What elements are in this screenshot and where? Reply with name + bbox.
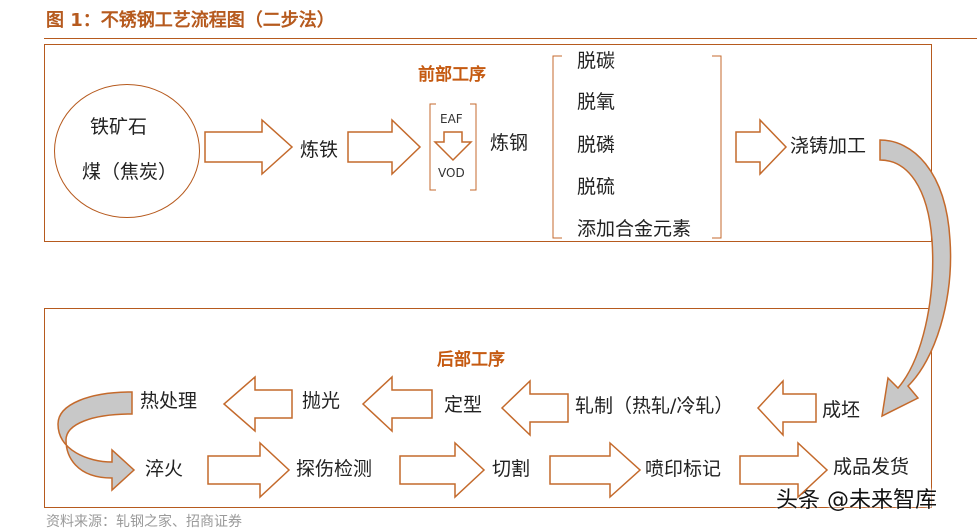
arrow-shaping-to-polishing — [361, 375, 433, 433]
step-steelmaking: 炼钢 — [490, 132, 529, 154]
raw-material-iron-ore: 铁矿石 — [90, 116, 148, 138]
arrow-ironmaking-to-furnace — [347, 118, 422, 176]
step-flaw-detection: 探伤检测 — [296, 458, 373, 480]
refining-alloying: 添加合金元素 — [577, 218, 692, 240]
step-rolling: 轧制（热轧/冷轧） — [575, 395, 734, 417]
refining-dephosphorization: 脱磷 — [577, 134, 616, 156]
back-section-title: 后部工序 — [437, 350, 505, 370]
step-cutting: 切割 — [492, 458, 531, 480]
step-casting: 浇铸加工 — [790, 135, 867, 157]
arrow-billet-to-rolling — [756, 379, 817, 437]
arrow-marking-to-shipping — [739, 441, 829, 499]
step-heat-treatment: 热处理 — [140, 390, 198, 412]
front-process-panel — [44, 44, 932, 242]
step-shipping: 成品发货 — [833, 456, 910, 478]
step-marking: 喷印标记 — [645, 458, 722, 480]
title-rule — [44, 38, 977, 39]
refining-decarburization: 脱碳 — [577, 50, 616, 72]
refining-deoxidation: 脱氧 — [577, 91, 616, 113]
furnace-vod-label: VOD — [438, 166, 465, 180]
furnace-bracket — [429, 103, 477, 191]
arrow-polishing-to-heat — [222, 375, 293, 433]
arrow-quench-to-flaw — [207, 441, 291, 499]
arrow-raw-to-ironmaking — [204, 118, 294, 176]
front-section-title: 前部工序 — [418, 65, 486, 85]
arrow-cutting-to-marking — [549, 441, 642, 499]
arrow-flaw-to-cutting — [399, 441, 486, 499]
step-quenching: 淬火 — [145, 458, 184, 480]
curve-casting-to-billet — [879, 139, 952, 418]
furnace-eaf-label: EAF — [440, 112, 463, 126]
refining-bracket — [552, 55, 722, 239]
arrow-eaf-to-vod — [433, 131, 473, 162]
back-process-panel — [44, 308, 932, 508]
step-polishing: 抛光 — [302, 390, 341, 412]
raw-materials-circle — [54, 84, 200, 218]
step-billet: 成坯 — [822, 399, 861, 421]
refining-desulfurization: 脱硫 — [577, 176, 616, 198]
figure-source: 资料来源：轧钢之家、招商证券 — [46, 514, 242, 530]
arrow-rolling-to-shaping — [500, 379, 569, 437]
figure-title: 图 1：不锈钢工艺流程图（二步法） — [46, 10, 335, 31]
step-shaping: 定型 — [444, 394, 483, 416]
raw-material-coke: 煤（焦炭） — [82, 161, 178, 183]
curve-heat-to-quench — [57, 391, 136, 492]
arrow-casting-input — [735, 118, 788, 176]
step-ironmaking: 炼铁 — [300, 139, 339, 161]
